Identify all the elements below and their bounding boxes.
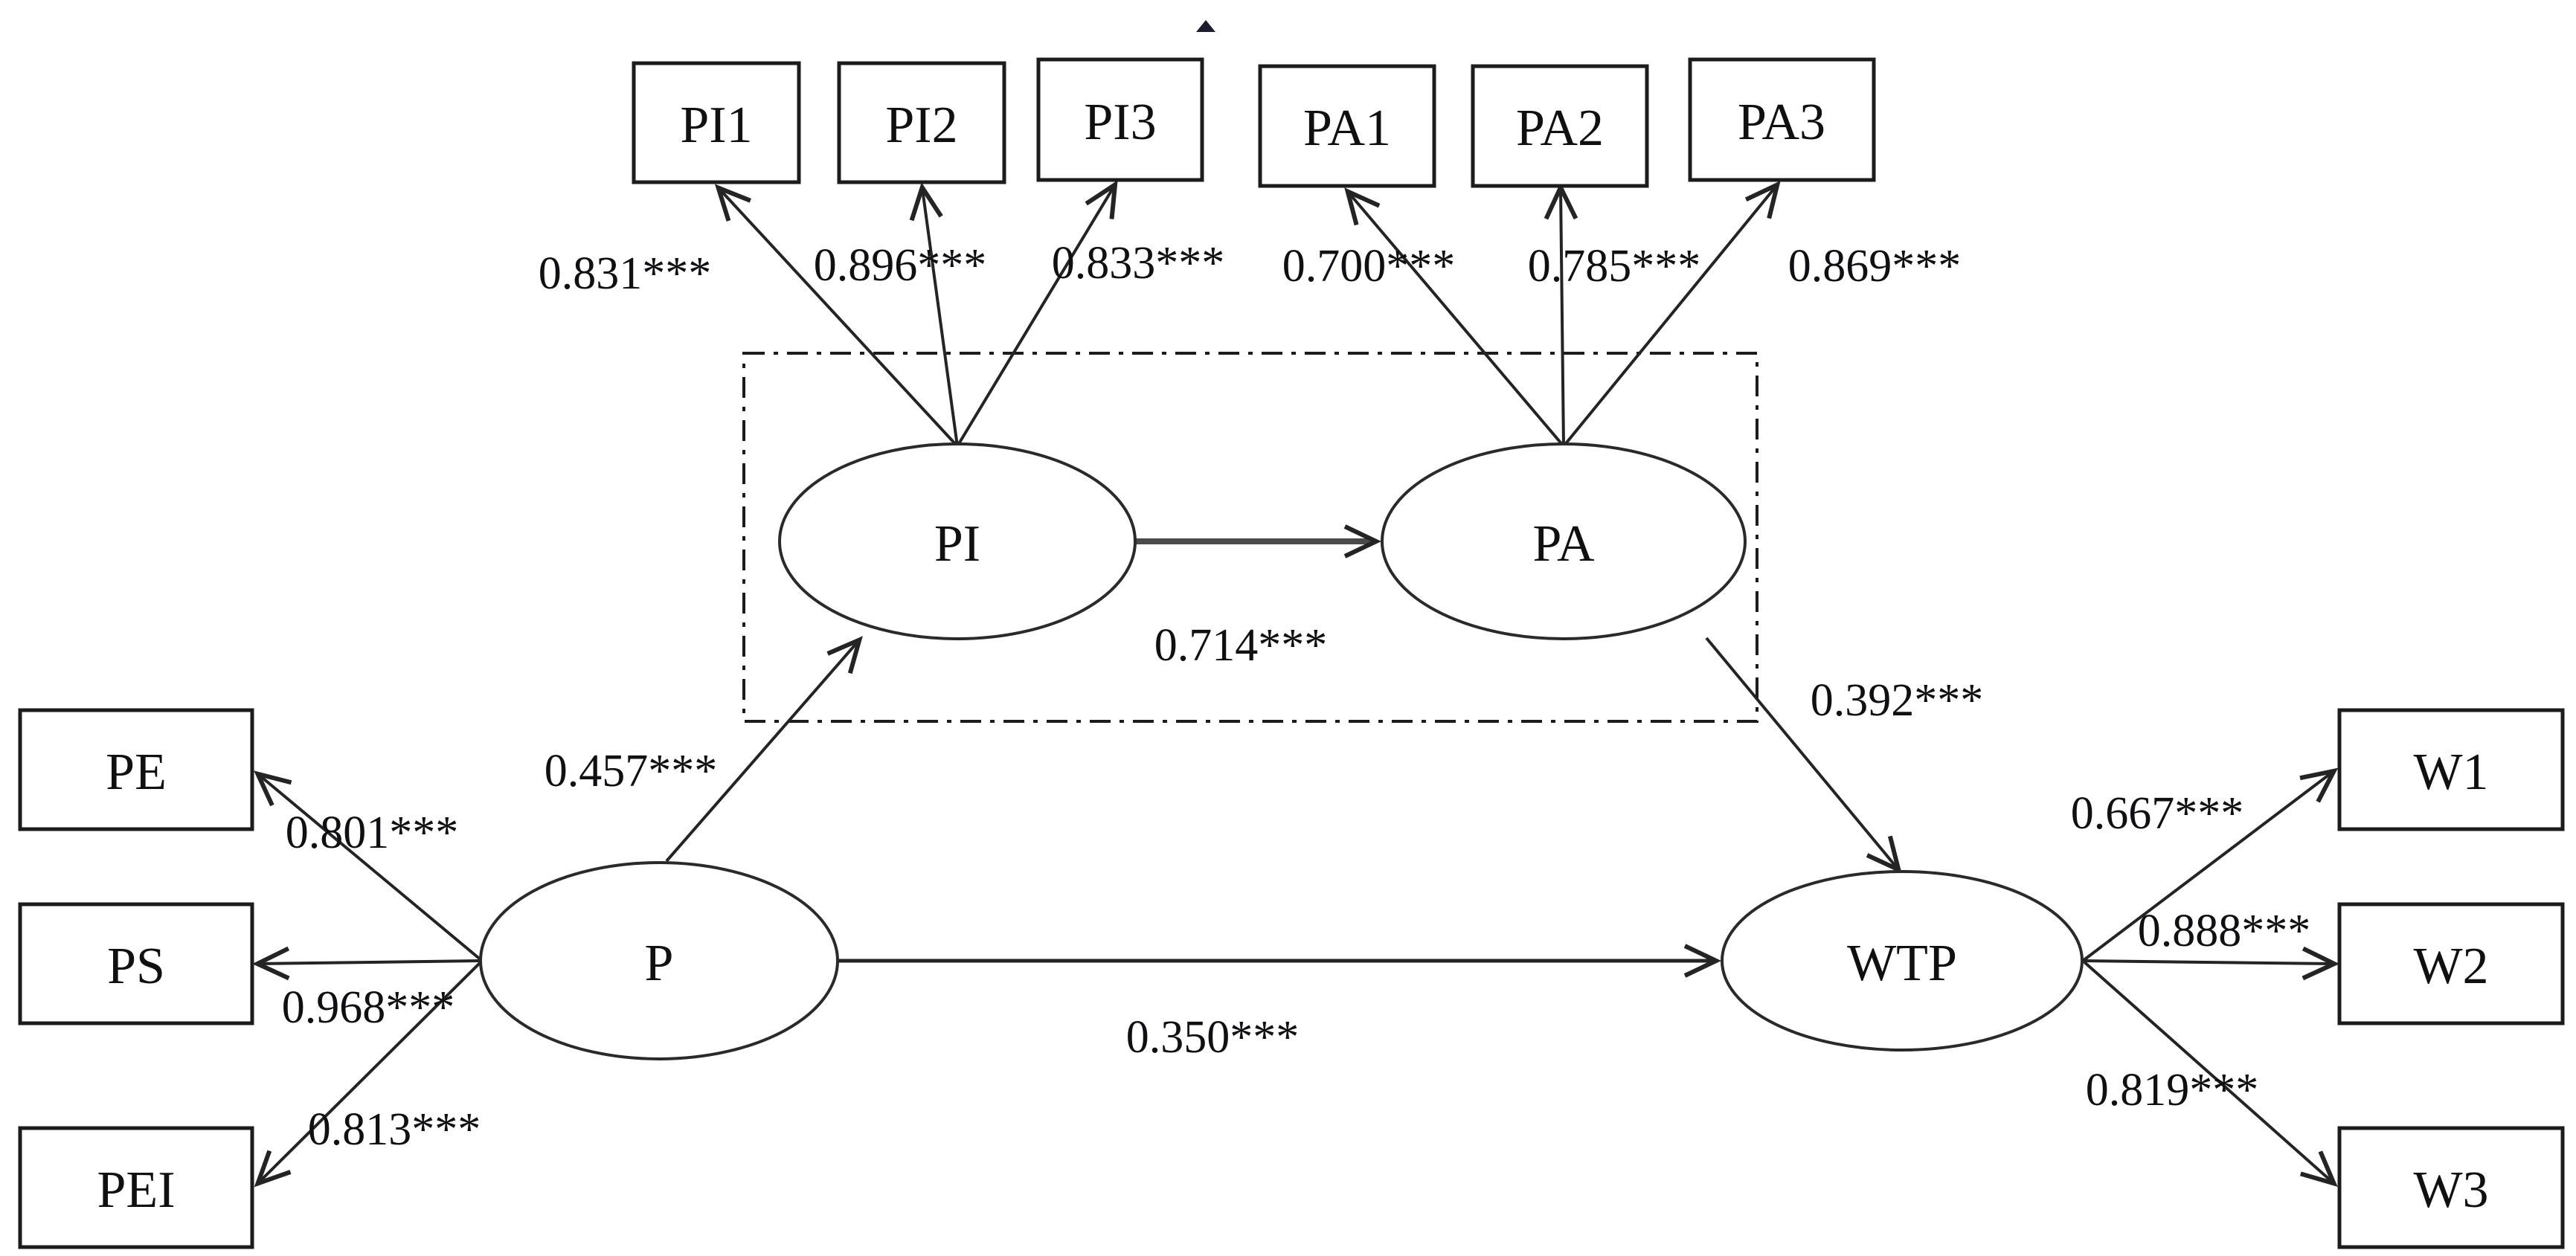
path-coefficient-p-wtp: 0.350***: [1126, 1012, 1300, 1063]
latent-ellipse-pi: [778, 442, 1137, 640]
latent-label-wtp: WTP: [1847, 935, 1957, 992]
indicator-label-pi3: PI3: [1084, 94, 1156, 151]
indicator-box-pa1: [1258, 64, 1436, 188]
loading-label-pa3: 0.869***: [1788, 241, 1962, 292]
latent-label-pa: PA: [1532, 515, 1595, 573]
loading-label-pe: 0.801***: [286, 808, 459, 858]
measurement-arrow-wtp-w1: [2081, 767, 2339, 962]
indicator-label-pa1: PA1: [1303, 100, 1391, 157]
indicator-box-pi2: [837, 61, 1006, 184]
indicator-box-w3: [2337, 1126, 2565, 1249]
path-coefficient-pi-pa: 0.714***: [1154, 620, 1328, 671]
indicator-box-pa3: [1688, 57, 1876, 182]
loading-label-pi1: 0.831***: [539, 248, 712, 299]
structural-arrow-pa-wtp: [1705, 637, 1902, 874]
indicator-label-w1: W1: [2413, 744, 2488, 801]
loading-label-pi2: 0.896***: [814, 240, 987, 291]
loading-label-w2: 0.888***: [2138, 906, 2311, 956]
indicator-label-pei: PEI: [97, 1162, 176, 1219]
latent-ellipse-p: [479, 861, 839, 1060]
measurement-arrow-pi-pi1: [714, 184, 959, 448]
indicator-label-pe: PE: [106, 744, 167, 801]
scan-artifact-mark: [1196, 20, 1215, 32]
indicator-box-pi1: [632, 61, 801, 184]
indicator-label-pi2: PI2: [885, 97, 957, 154]
latent-ellipse-wtp: [1721, 870, 2084, 1052]
measurement-arrow-p-pe: [254, 770, 484, 962]
indicator-label-pa3: PA3: [1738, 94, 1825, 151]
measurement-arrow-pa-pa1: [1344, 187, 1565, 448]
measurement-arrow-wtp-w2: [2082, 946, 2339, 981]
measurement-arrow-pa-pa2: [1544, 182, 1578, 447]
loading-label-pei: 0.813***: [308, 1104, 481, 1155]
indicator-label-pa2: PA2: [1516, 100, 1604, 157]
measurement-arrow-pa-pa3: [1562, 181, 1781, 448]
indicator-box-w2: [2337, 902, 2565, 1025]
measurement-arrow-p-pei: [254, 959, 484, 1188]
indicator-label-w2: W2: [2413, 938, 2488, 995]
indicator-box-pi3: [1036, 57, 1204, 182]
indicator-box-ps: [18, 902, 254, 1025]
loading-label-pa2: 0.785***: [1528, 241, 1701, 292]
indicator-label-w3: W3: [2413, 1162, 2488, 1219]
loading-label-pi3: 0.833***: [1052, 238, 1225, 289]
indicator-box-pei: [18, 1126, 254, 1249]
loading-label-ps: 0.968***: [282, 982, 455, 1033]
indicator-box-pe: [18, 708, 254, 831]
loading-label-pa1: 0.700***: [1282, 241, 1456, 292]
structural-arrow-p-pi: [665, 636, 863, 863]
measurement-arrow-p-ps: [252, 946, 483, 981]
indicator-label-pi1: PI1: [680, 97, 752, 154]
measurement-arrow-wtp-w3: [2081, 959, 2338, 1187]
measurement-arrow-pi-pi2: [909, 182, 959, 447]
latent-label-pi: PI: [934, 515, 980, 573]
loading-label-w1: 0.667***: [2071, 788, 2244, 839]
indicator-box-w1: [2337, 708, 2565, 831]
mediation-group-dashdot-box: [742, 352, 1758, 723]
latent-label-p: P: [645, 935, 674, 992]
loading-label-w3: 0.819***: [2086, 1065, 2259, 1115]
latent-ellipse-pa: [1381, 442, 1747, 640]
indicator-box-pa2: [1471, 64, 1649, 188]
measurement-arrow-pi-pi3: [956, 180, 1118, 448]
path-coefficient-p-pi: 0.457***: [545, 746, 718, 796]
indicator-label-ps: PS: [107, 938, 165, 995]
path-coefficient-pa-wtp: 0.392***: [1811, 675, 1984, 726]
